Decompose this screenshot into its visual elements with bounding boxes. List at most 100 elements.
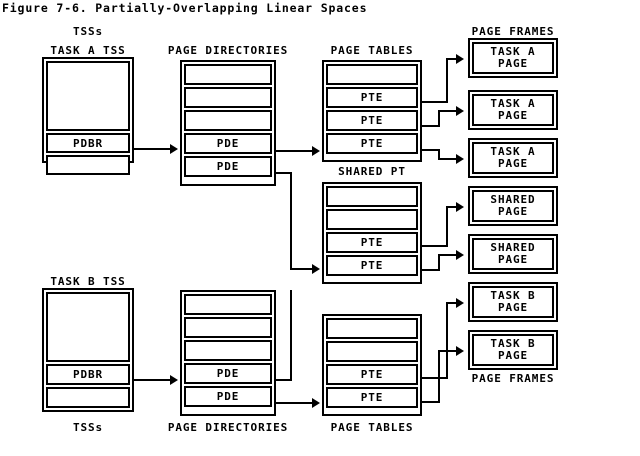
connector-pte-a1-h1 bbox=[422, 101, 448, 103]
connector-pte-a3-v bbox=[438, 149, 440, 160]
connector-pte-a3-h1 bbox=[422, 149, 440, 151]
connector-shared-pte1-h1 bbox=[422, 245, 448, 247]
page-frame-inner: TASK B PAGE bbox=[472, 334, 554, 366]
connector-shared-pte2-v bbox=[438, 254, 440, 271]
arrow-pdbr-a bbox=[170, 144, 178, 154]
page-frame-line2: PAGE bbox=[497, 301, 529, 314]
connector-shared-pte1-h2 bbox=[446, 206, 460, 208]
pte-row-used[interactable]: PTE bbox=[326, 255, 418, 276]
page-frame-line1: SHARED bbox=[490, 241, 536, 254]
page-table-a-box: PTE PTE PTE bbox=[322, 60, 422, 162]
page-frame-line1: TASK B bbox=[490, 289, 536, 302]
label-page-directories-bottom: PAGE DIRECTORIES bbox=[167, 421, 289, 434]
page-frame-line2: PAGE bbox=[497, 157, 529, 170]
pde-row[interactable] bbox=[184, 87, 272, 108]
connector-shared-pte2-h2 bbox=[438, 254, 460, 256]
label-task-a-tss: TASK A TSS bbox=[50, 44, 126, 57]
page-frame[interactable]: TASK A PAGE bbox=[468, 90, 558, 130]
page-frame-inner: TASK A PAGE bbox=[472, 42, 554, 74]
label-tsss-top: TSSs bbox=[72, 25, 104, 38]
pde-row-used[interactable]: PDE bbox=[184, 133, 272, 154]
connector-pte-b1-v bbox=[446, 302, 448, 379]
tss-row-pdbr[interactable]: PDBR bbox=[46, 364, 130, 385]
arrow-pde-a1 bbox=[312, 146, 320, 156]
arrow-pde-a2-shared bbox=[312, 264, 320, 274]
pde-row-used[interactable]: PDE bbox=[184, 156, 272, 177]
tss-row[interactable] bbox=[46, 155, 130, 175]
pde-row-used[interactable]: PDE bbox=[184, 363, 272, 384]
page-frame-inner: SHARED PAGE bbox=[472, 190, 554, 222]
page-frame-line2: PAGE bbox=[497, 109, 529, 122]
figure-title: Figure 7-6. Partially-Overlapping Linear… bbox=[2, 1, 368, 15]
label-page-directories-top: PAGE DIRECTORIES bbox=[167, 44, 289, 57]
pde-row[interactable] bbox=[184, 294, 272, 315]
tss-row[interactable] bbox=[46, 61, 130, 131]
connector-pte-a2-h2 bbox=[438, 110, 460, 112]
page-frame[interactable]: SHARED PAGE bbox=[468, 234, 558, 274]
page-frame[interactable]: TASK B PAGE bbox=[468, 330, 558, 370]
arrow-frame-7 bbox=[456, 346, 464, 356]
pte-row[interactable] bbox=[326, 318, 418, 339]
connector-pte-a1-v bbox=[446, 58, 448, 103]
task-b-tss-box: PDBR bbox=[42, 288, 134, 412]
connector-pde-b1-v bbox=[290, 290, 292, 381]
connector-pdbr-a-to-pagedir bbox=[134, 148, 172, 150]
connector-pte-b2-v bbox=[438, 350, 440, 403]
page-frame[interactable]: TASK A PAGE bbox=[468, 38, 558, 78]
connector-pde-a2-h2 bbox=[290, 268, 314, 270]
pte-row[interactable] bbox=[326, 64, 418, 85]
pte-row-used[interactable]: PTE bbox=[326, 232, 418, 253]
arrow-frame-3 bbox=[456, 154, 464, 164]
tss-row-pdbr[interactable]: PDBR bbox=[46, 133, 130, 153]
page-frame-inner: TASK A PAGE bbox=[472, 142, 554, 174]
page-frame-inner: TASK A PAGE bbox=[472, 94, 554, 126]
connector-pte-b2-h1 bbox=[422, 401, 440, 403]
task-a-tss-box: PDBR bbox=[42, 57, 134, 175]
pte-row-used[interactable]: PTE bbox=[326, 133, 418, 154]
page-frame-line2: PAGE bbox=[497, 349, 529, 362]
page-frame-line1: SHARED bbox=[490, 193, 536, 206]
page-frame[interactable]: TASK A PAGE bbox=[468, 138, 558, 178]
tss-row[interactable] bbox=[46, 387, 130, 408]
arrow-frame-6 bbox=[456, 298, 464, 308]
arrow-frame-2 bbox=[456, 106, 464, 116]
page-frame-inner: TASK B PAGE bbox=[472, 286, 554, 318]
pde-row[interactable] bbox=[184, 317, 272, 338]
page-frame-line2: PAGE bbox=[497, 253, 529, 266]
arrow-frame-5 bbox=[456, 250, 464, 260]
connector-pde-a2-h1 bbox=[276, 172, 292, 174]
connector-pte-a1-h2 bbox=[446, 58, 460, 60]
pte-row-used[interactable]: PTE bbox=[326, 387, 418, 408]
tss-row[interactable] bbox=[46, 292, 130, 362]
label-page-tables-bottom: PAGE TABLES bbox=[330, 421, 414, 434]
connector-shared-pte1-v bbox=[446, 206, 448, 247]
pte-row-used[interactable]: PTE bbox=[326, 110, 418, 131]
pde-row-used[interactable]: PDE bbox=[184, 386, 272, 407]
pde-row[interactable] bbox=[184, 64, 272, 85]
connector-pde-a2-v bbox=[290, 172, 292, 270]
pte-row[interactable] bbox=[326, 186, 418, 207]
pte-row-used[interactable]: PTE bbox=[326, 364, 418, 385]
arrow-frame-4 bbox=[456, 202, 464, 212]
page-frame-line1: TASK A bbox=[490, 45, 536, 58]
pte-row-used[interactable]: PTE bbox=[326, 87, 418, 108]
pde-row[interactable] bbox=[184, 340, 272, 361]
connector-pte-b2-h2 bbox=[438, 350, 460, 352]
page-table-b-box: PTE PTE bbox=[322, 314, 422, 416]
page-frame-line2: PAGE bbox=[497, 57, 529, 70]
page-frame-line1: TASK A bbox=[490, 97, 536, 110]
connector-pdbr-b-to-pagedir bbox=[134, 379, 172, 381]
page-frame-inner: SHARED PAGE bbox=[472, 238, 554, 270]
page-frame[interactable]: TASK B PAGE bbox=[468, 282, 558, 322]
connector-pte-b1-h2 bbox=[446, 302, 460, 304]
connector-pde-b2-to-pagetable bbox=[276, 402, 314, 404]
arrow-frame-1 bbox=[456, 54, 464, 64]
pte-row[interactable] bbox=[326, 209, 418, 230]
page-frame[interactable]: SHARED PAGE bbox=[468, 186, 558, 226]
pde-row[interactable] bbox=[184, 110, 272, 131]
page-frame-line1: TASK B bbox=[490, 337, 536, 350]
pte-row[interactable] bbox=[326, 341, 418, 362]
connector-pde-a1-to-pagetable bbox=[276, 150, 314, 152]
page-frame-line2: PAGE bbox=[497, 205, 529, 218]
